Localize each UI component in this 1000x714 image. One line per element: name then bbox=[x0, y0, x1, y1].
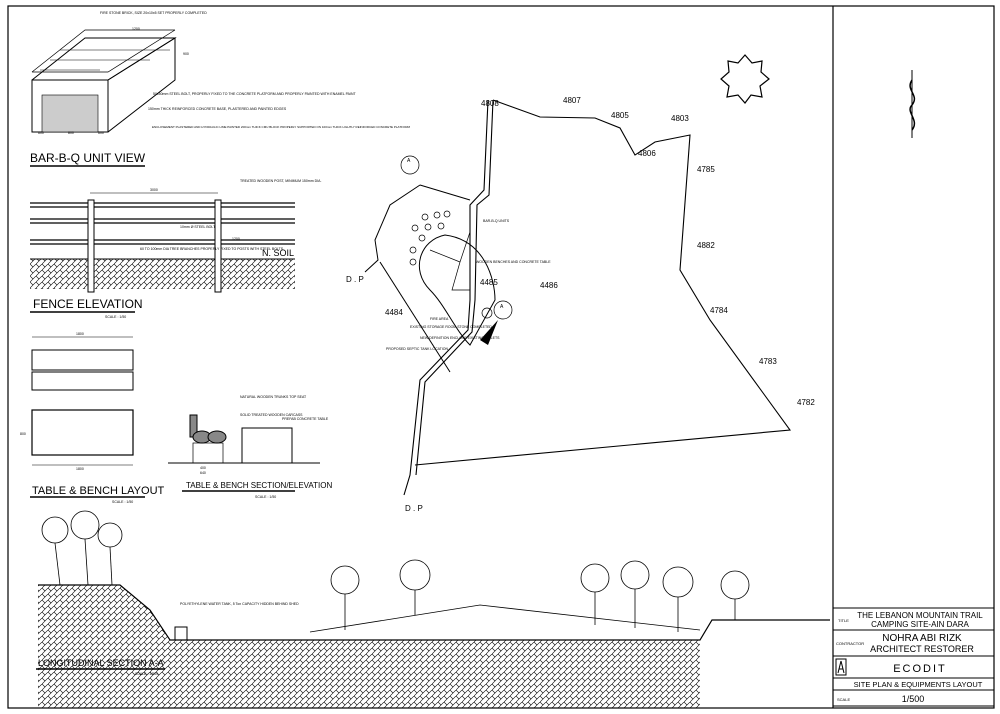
lot-number: 4485 bbox=[480, 278, 498, 287]
lot-number: 4486 bbox=[540, 281, 558, 290]
scale-note: SCALE : 1/50 bbox=[112, 500, 133, 504]
drawing-name: SITE PLAN & EQUIPMENTS LAYOUT bbox=[854, 680, 983, 689]
fence-note: 60 TO 100mm DIA TREE BRANCHES PROPERLY F… bbox=[140, 247, 284, 251]
scale-note: SCALE : 1/50 bbox=[105, 315, 126, 319]
site-note: NEW DEFINITION ENCLOSE EXISTING TOILETS bbox=[420, 336, 500, 340]
dimension: 800 bbox=[68, 131, 74, 135]
dimension: 3000 bbox=[150, 188, 158, 192]
dimension: 600 bbox=[38, 131, 44, 135]
section-title: LONGITUDINAL SECTION A-A bbox=[38, 658, 164, 668]
fence-title: FENCE ELEVATION bbox=[33, 297, 143, 311]
bbq-note: FIRE STONE BRICK, SIZE 20x10x5 SET PROPE… bbox=[100, 11, 207, 15]
lot-number: 4783 bbox=[759, 357, 777, 366]
scale-value: 1/500 bbox=[902, 694, 925, 704]
site-note: WOODEN BENCHES AND CONCRETE TABLE bbox=[476, 260, 551, 264]
section-marker-a: A bbox=[500, 304, 504, 310]
table-bench-layout-detail: 1800 1800 800 TABLE & BENCH LAYOUT SCALE… bbox=[20, 332, 165, 504]
title-label: TITLE bbox=[838, 618, 849, 623]
title-line-2: CAMPING SITE-AIN DARA bbox=[871, 620, 969, 629]
section-marker-a: A bbox=[407, 158, 411, 164]
longitudinal-section: POLYETHYLENE WATER TANK, 5 Ton CAPACITY … bbox=[36, 510, 830, 708]
bbq-note: 50x50mm STEEL BOLT, PROPERLY FIXED TO TH… bbox=[153, 92, 357, 96]
scale-label: SCALE bbox=[837, 697, 850, 702]
north-arrow-icon bbox=[909, 70, 916, 138]
contractor-line-2: ARCHITECT RESTORER bbox=[870, 644, 974, 654]
section-note: SOLID TREATED WOODEN CARCASS bbox=[240, 413, 303, 417]
dimension: 640 bbox=[200, 471, 206, 475]
lot-number: 4807 bbox=[563, 96, 581, 105]
dimension: 1800 bbox=[76, 332, 84, 336]
dp-label: D . P bbox=[346, 275, 364, 284]
site-plan: A A 4808 4807 4805 4803 4806 4785 4882 4… bbox=[346, 96, 815, 513]
lot-number: 4803 bbox=[671, 114, 689, 123]
section-note: NATURAL WOODEN TRUNKS TOP SEAT bbox=[240, 395, 307, 399]
bbq-note: 150mm THICK REINFORCED CONCRETE BASE, PL… bbox=[148, 107, 287, 111]
bbq-note: ENCLOSEMENT PLASTERED AND HYDRAULIC LIME… bbox=[152, 125, 410, 129]
dimension: 600 bbox=[98, 131, 104, 135]
site-note: BAR-B-Q UNITS bbox=[483, 219, 510, 223]
fence-note: TREATED WOODEN POST, MINIMUM 150mm DIA. bbox=[240, 179, 321, 183]
section-note: PREFAB CONCRETE TABLE bbox=[282, 417, 329, 421]
dimension: 1800 bbox=[76, 467, 84, 471]
dimension: 800 bbox=[20, 432, 26, 436]
lot-number: 4805 bbox=[611, 111, 629, 120]
client-logo-icon bbox=[835, 658, 847, 676]
lot-number: 4806 bbox=[638, 149, 656, 158]
dimension: 1200 bbox=[232, 237, 240, 241]
site-note: EXISTING STORAGE ROOM STONE COMPLETED bbox=[410, 325, 492, 329]
scale-note: SCALE : 1/50 bbox=[255, 495, 276, 499]
n-soil-label: N. SOIL bbox=[262, 248, 294, 258]
bbq-title: BAR-B-Q UNIT VIEW bbox=[30, 151, 146, 165]
client-name: ECODIT bbox=[893, 663, 947, 675]
title-block: TITLE THE LEBANON MOUNTAIN TRAIL CAMPING… bbox=[832, 607, 995, 707]
lot-number: 4882 bbox=[697, 241, 715, 250]
title-line-1: THE LEBANON MOUNTAIN TRAIL bbox=[857, 611, 983, 620]
fence-elevation-detail: 3000 TREATED WOODEN POST, MINIMUM 150mm … bbox=[30, 179, 321, 319]
lot-number: 4808 bbox=[481, 99, 499, 108]
dp-label: D . P bbox=[405, 504, 423, 513]
table-layout-title: TABLE & BENCH LAYOUT bbox=[32, 485, 165, 497]
scale-note: SCALE : 1/500 bbox=[135, 672, 158, 676]
site-note: PROPOSED SEPTIC TANK LOCATION bbox=[386, 347, 449, 351]
table-section-title: TABLE & BENCH SECTION/ELEVATION bbox=[186, 481, 332, 490]
dimension: 900 bbox=[183, 52, 189, 56]
lot-number: 4785 bbox=[697, 165, 715, 174]
bbq-unit-detail: FIRE STONE BRICK, SIZE 20x10x5 SET PROPE… bbox=[30, 11, 410, 167]
lot-number: 4782 bbox=[797, 398, 815, 407]
contractor-label: CONTRACTOR bbox=[836, 641, 864, 646]
fence-note: 10mm Ø STEEL BOLT bbox=[180, 225, 216, 229]
contractor-line-1: NOHRA ABI RIZK bbox=[882, 633, 962, 644]
dimension: 1200 bbox=[132, 27, 140, 31]
site-note: FIRE AREA bbox=[430, 317, 449, 321]
table-bench-section-detail: NATURAL WOODEN TRUNKS TOP SEAT SOLID TRE… bbox=[168, 395, 332, 499]
sun-symbol-icon bbox=[720, 54, 770, 104]
lot-number: 4784 bbox=[710, 306, 728, 315]
lot-number: 4484 bbox=[385, 308, 403, 317]
tree-icon bbox=[41, 510, 750, 632]
section-note: POLYETHYLENE WATER TANK, 5 Ton CAPACITY … bbox=[180, 602, 299, 606]
dimension: 400 bbox=[200, 466, 206, 470]
